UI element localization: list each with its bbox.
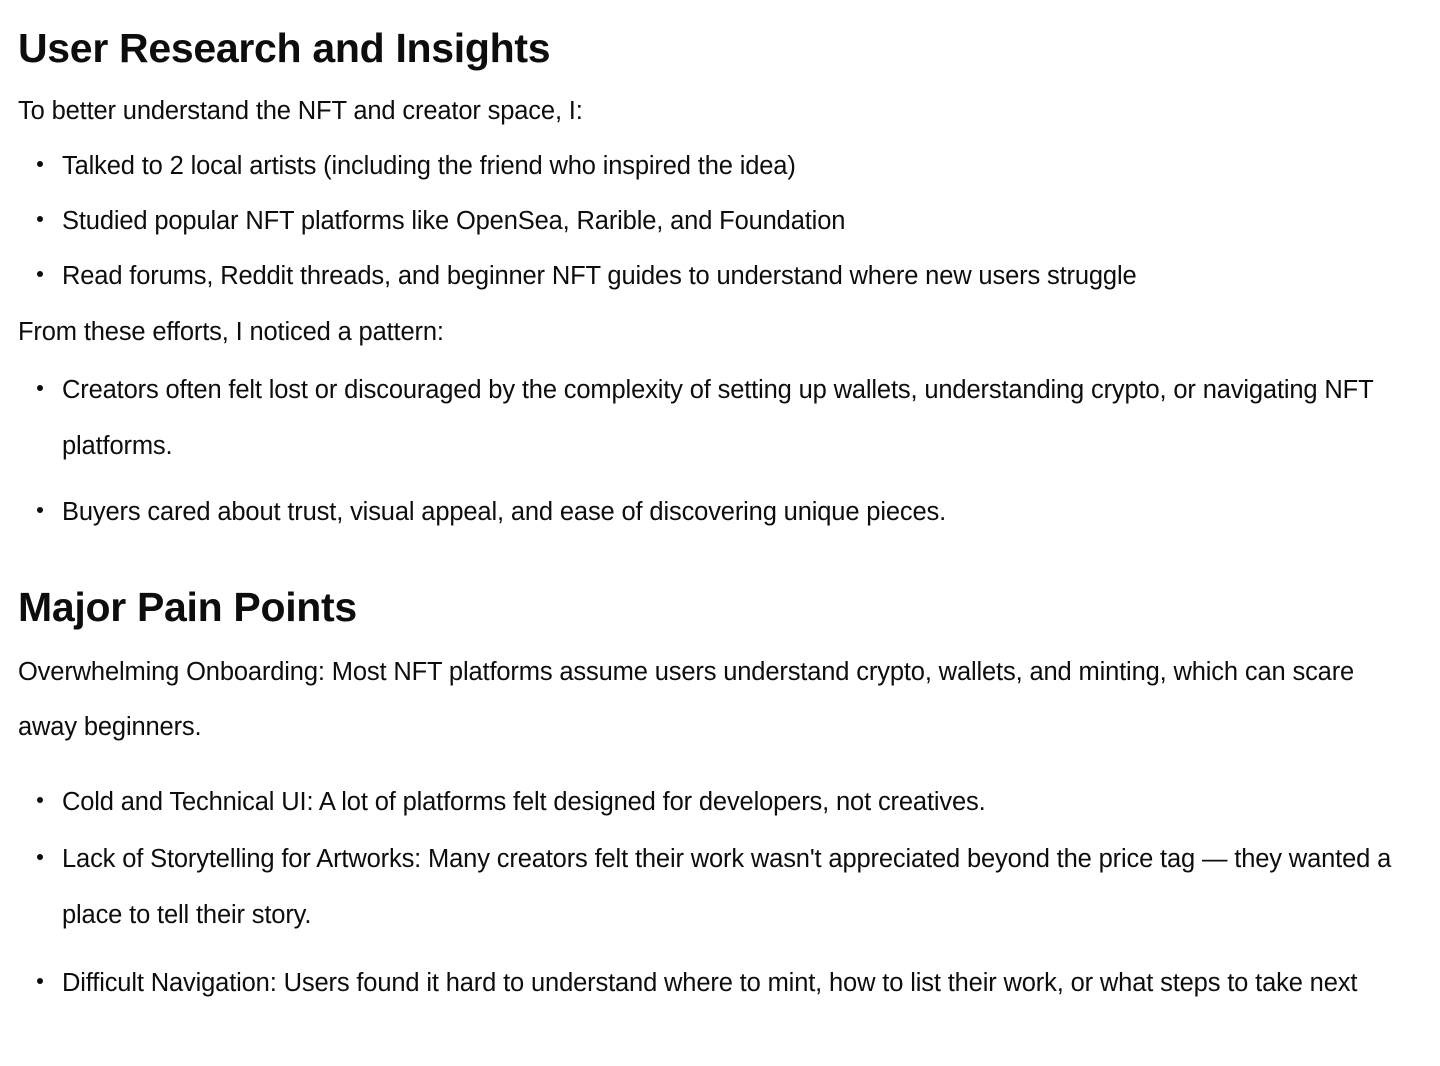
list-item-label: Talked to 2 local artists (including the… xyxy=(62,152,796,181)
list-item-label: Creators often felt lost or discouraged … xyxy=(62,375,1374,460)
list-item: Difficult Navigation: Users found it har… xyxy=(18,943,1422,1011)
bullet-dot-icon xyxy=(37,216,43,223)
list-item-label: Buyers cared about trust, visual appeal,… xyxy=(62,497,947,526)
research-findings-list: Creators often felt lost or discouraged … xyxy=(18,350,1422,529)
list-item-label: Read forums, Reddit threads, and beginne… xyxy=(62,262,1137,291)
bullet-dot-icon xyxy=(37,384,43,391)
list-item: Talked to 2 local artists (including the… xyxy=(18,128,1422,183)
list-item: Buyers cared about trust, visual appeal,… xyxy=(18,474,1422,529)
list-item-label: Lack of Storytelling for Artworks: Many … xyxy=(62,845,1392,930)
research-intro-text: To better understand the NFT and creator… xyxy=(18,96,583,125)
list-item: Read forums, Reddit threads, and beginne… xyxy=(18,238,1422,293)
research-pattern-intro-text: From these efforts, I noticed a pattern: xyxy=(18,318,444,347)
bullet-dot-icon xyxy=(37,854,43,861)
list-item: Cold and Technical UI: A lot of platform… xyxy=(18,764,1422,819)
list-item-label: Difficult Navigation: Users found it har… xyxy=(62,969,1358,998)
bullet-dot-icon xyxy=(37,797,43,803)
list-item-label: Studied popular NFT platforms like OpenS… xyxy=(62,207,846,236)
list-item: Studied popular NFT platforms like OpenS… xyxy=(18,183,1422,238)
bullet-dot-icon xyxy=(37,161,43,168)
bullet-dot-icon xyxy=(37,978,43,985)
list-item-label: Cold and Technical UI: A lot of platform… xyxy=(62,788,986,816)
page-title: User Research and Insights xyxy=(18,25,551,71)
bullet-dot-icon xyxy=(37,271,43,278)
section-title-pain-points: Major Pain Points xyxy=(18,583,357,630)
pain-points-list: Cold and Technical UI: A lot of platform… xyxy=(18,756,1422,1011)
bullet-dot-icon xyxy=(37,506,43,513)
list-item: Lack of Storytelling for Artworks: Many … xyxy=(18,819,1422,943)
pain-points-intro-paragraph: Overwhelming Onboarding: Most NFT platfo… xyxy=(18,657,1355,742)
list-item: Creators often felt lost or discouraged … xyxy=(18,350,1422,474)
research-methods-list: Talked to 2 local artists (including the… xyxy=(18,128,1422,293)
